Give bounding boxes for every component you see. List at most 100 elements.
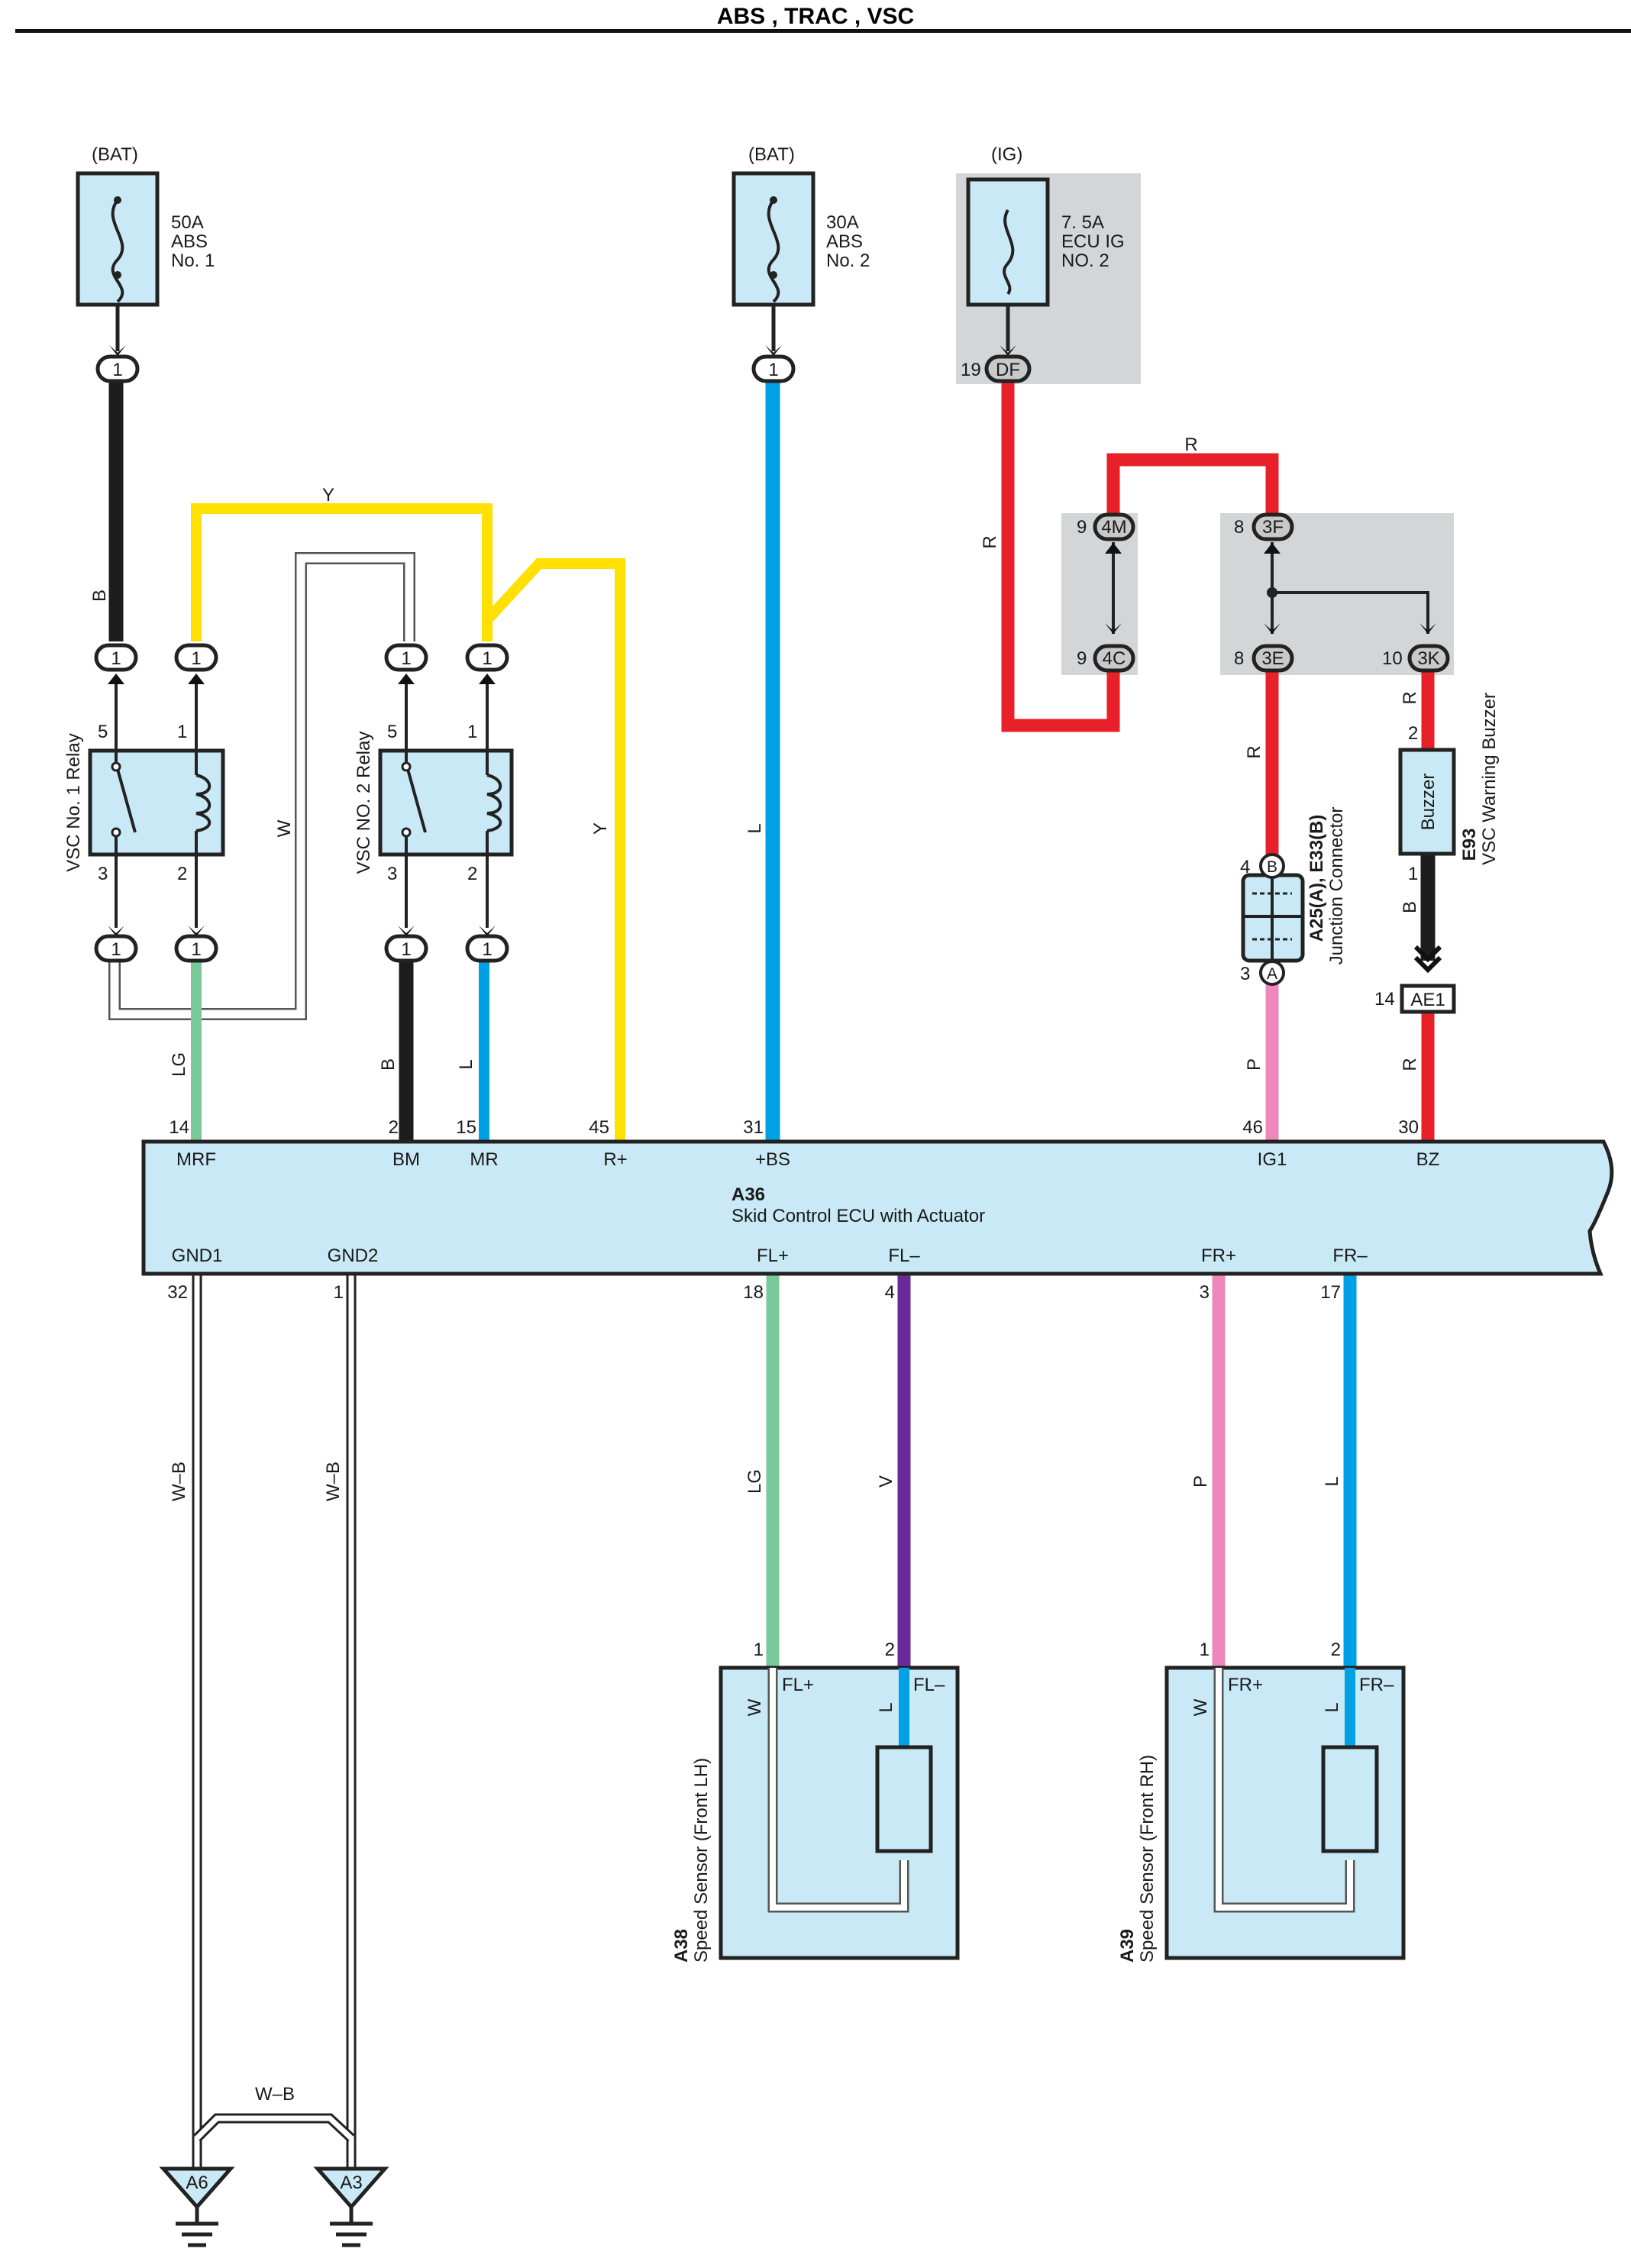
ecu-t-bz-no: 30 — [1398, 1117, 1419, 1138]
wire-y-top — [191, 503, 493, 641]
ground-a3 — [313, 2166, 389, 2247]
ecu-t-bm-no: 2 — [389, 1117, 399, 1138]
relay-conn-1: 1 — [111, 648, 121, 669]
label-r-top: R — [1184, 435, 1197, 455]
label-l-rh: L — [1322, 1702, 1342, 1712]
label-lg-fl: LG — [744, 1469, 765, 1494]
skid-control-ecu — [141, 1139, 1614, 1276]
label-v-fl: V — [876, 1475, 896, 1488]
fuse1-rating: 50A — [171, 212, 204, 233]
lh-t-minus: FL– — [913, 1675, 945, 1695]
ecu-b-flp: FL+ — [757, 1245, 789, 1266]
ecu-t-mrf-no: 14 — [169, 1117, 189, 1138]
relay1-pin-tr: 1 — [177, 722, 187, 742]
relay2-pin-bl: 3 — [387, 864, 397, 884]
fuse-ecu-ig-no2 — [966, 177, 1050, 351]
jc-pin-b-no: 4 — [1240, 857, 1250, 877]
fuse1-name1: ABS — [171, 231, 208, 252]
j3f-id: 3F — [1262, 517, 1284, 538]
relay-conn-2: 1 — [191, 648, 201, 669]
ecu-t-bs-no: 31 — [743, 1117, 764, 1138]
junction-connector-a25-e33 — [1241, 873, 1305, 963]
lh-name: Speed Sensor (Front LH) — [691, 1758, 712, 1963]
ae1-no: 14 — [1374, 989, 1395, 1010]
rh-pin2: 2 — [1331, 1640, 1341, 1660]
ecu-code: A36 — [732, 1184, 765, 1205]
ecu-t-bm: BM — [392, 1149, 420, 1170]
fuse1-name2: No. 1 — [171, 250, 215, 271]
ecu-t-mr: MR — [470, 1149, 498, 1170]
ecu-t-mrf: MRF — [176, 1149, 216, 1170]
label-w-rh: W — [1190, 1698, 1211, 1716]
fuse1-pin: 1 — [112, 360, 122, 380]
j4c-no: 9 — [1077, 648, 1087, 669]
label-r-3e: R — [1244, 745, 1264, 758]
j4m-no: 9 — [1077, 517, 1087, 538]
fuse-abs-no2 — [732, 171, 816, 351]
buzzer-label: Buzzer — [1418, 774, 1439, 831]
label-r-ae1: R — [1400, 1058, 1420, 1071]
label-r-left: R — [980, 535, 1000, 548]
ground-a6 — [159, 2166, 235, 2247]
relay2-pin-tl: 5 — [387, 722, 397, 742]
ecu-t-rplus-no: 45 — [589, 1117, 609, 1138]
jc-pin-a: A — [1267, 965, 1277, 983]
ecu-b-flm-no: 4 — [885, 1282, 895, 1303]
buzzer-pin-top: 2 — [1408, 723, 1418, 744]
ecu-t-bs: +BS — [755, 1149, 790, 1170]
relay2-label: VSC NO. 2 Relay — [354, 732, 374, 874]
buzzer-code: E93 — [1459, 829, 1480, 861]
label-l-lh: L — [876, 1702, 896, 1712]
j4m-id: 4M — [1101, 517, 1126, 538]
ground-a3-label: A3 — [340, 2173, 362, 2193]
j3e-no: 8 — [1234, 648, 1244, 669]
label-l-main: L — [744, 823, 765, 833]
lh-pin1: 1 — [754, 1640, 764, 1660]
ecu-b-flm: FL– — [888, 1245, 920, 1266]
ecu-t-ig1: IG1 — [1258, 1149, 1287, 1170]
relay-conn-5: 1 — [111, 939, 121, 960]
j4c-id: 4C — [1103, 648, 1126, 669]
ecu-t-bz: BZ — [1416, 1149, 1440, 1170]
label-wb-gnd1: W–B — [169, 1462, 189, 1501]
speed-sensor-front-rh — [1164, 1665, 1406, 1960]
rh-pin1: 1 — [1200, 1640, 1210, 1660]
label-r-3k: R — [1400, 691, 1420, 704]
page-title: ABS , TRAC , VSC — [716, 4, 915, 29]
ecu-b-gnd2: GND2 — [328, 1245, 379, 1266]
label-lg-mrf: LG — [169, 1052, 189, 1077]
ae1-id: AE1 — [1410, 990, 1445, 1010]
fuse2-source: (BAT) — [748, 144, 795, 165]
label-w-lh: W — [744, 1698, 765, 1716]
wires — [108, 382, 1436, 2173]
fuse2-pin: 1 — [768, 360, 778, 380]
relay1-pin-br: 2 — [177, 864, 187, 884]
fuse1-source: (BAT) — [92, 144, 138, 165]
buzzer-pin-bottom: 1 — [1408, 864, 1418, 884]
ecu-t-rplus: R+ — [603, 1149, 627, 1170]
j3e-id: 3E — [1261, 648, 1284, 669]
ground-a6-label: A6 — [186, 2173, 208, 2193]
label-l-fr: L — [1322, 1476, 1342, 1486]
rh-t-minus: FR– — [1359, 1675, 1394, 1695]
title-rule — [15, 29, 1631, 33]
label-wb-gnd2: W–B — [323, 1462, 344, 1501]
buzzer-name: VSC Warning Buzzer — [1479, 693, 1500, 865]
ecu-b-frp: FR+ — [1201, 1245, 1236, 1266]
j3f-no: 8 — [1234, 517, 1244, 538]
wire-r-df — [1001, 382, 1120, 732]
j3k-no: 10 — [1382, 648, 1403, 669]
fuse2-name2: No. 2 — [826, 250, 870, 271]
ecu-b-frm: FR– — [1332, 1245, 1368, 1266]
fuse3-name2: NO. 2 — [1061, 250, 1109, 271]
label-b-bm: B — [378, 1058, 399, 1071]
vsc-warning-buzzer — [1398, 748, 1456, 856]
fuse3-name1: ECU IG — [1061, 231, 1125, 252]
jc-pin-b: B — [1267, 858, 1277, 876]
label-y-top: Y — [322, 485, 334, 506]
fuse3-source: (IG) — [991, 144, 1022, 165]
ecu-t-ig1-no: 46 — [1242, 1117, 1263, 1138]
connectors — [94, 345, 1456, 1014]
label-b-fuse1: B — [89, 590, 110, 602]
